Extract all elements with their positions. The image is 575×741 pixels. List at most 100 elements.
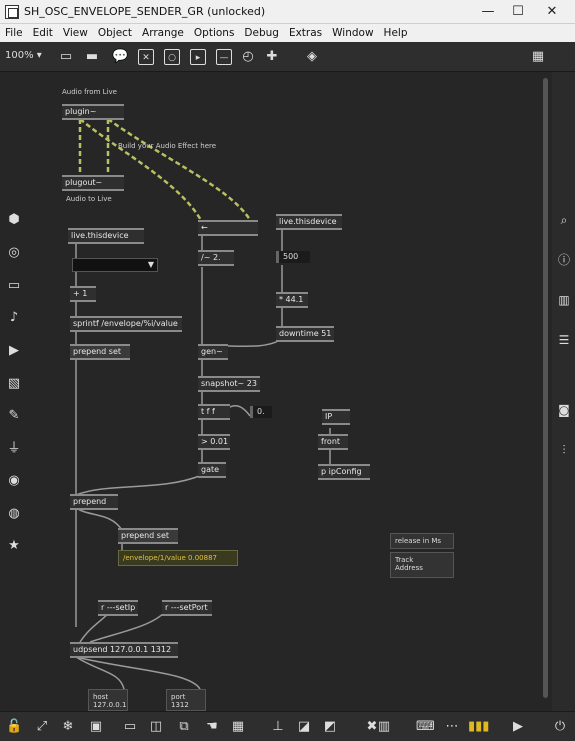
snowflake-icon[interactable]: ❄: [62, 719, 74, 734]
list-icon[interactable]: ☰: [558, 333, 570, 347]
menu-edit[interactable]: Edit: [32, 27, 53, 39]
front-object[interactable]: front: [318, 434, 348, 450]
live-thisdevice-object-2[interactable]: live.thisdevice: [276, 214, 342, 230]
grid-toggle-icon[interactable]: ▦: [231, 719, 245, 734]
menu-debug[interactable]: Debug: [244, 27, 279, 39]
presentation-icon[interactable]: ⤢: [36, 719, 48, 734]
snapshot-object[interactable]: snapshot~ 23: [198, 376, 260, 392]
hand-icon[interactable]: ☚: [206, 719, 218, 734]
mixer-icon[interactable]: ⫶: [562, 443, 566, 457]
paint-bucket-icon[interactable]: ◈: [307, 49, 317, 64]
plus-icon[interactable]: ✚▾: [266, 49, 278, 80]
dial-icon[interactable]: ◴▾: [242, 49, 254, 80]
menu-object[interactable]: Object: [97, 27, 133, 39]
ip-object[interactable]: IP: [322, 409, 350, 425]
address-label: Address: [395, 564, 423, 572]
target-icon[interactable]: ◎: [8, 245, 20, 260]
wrench-tool-icon[interactable]: ✖: [366, 719, 378, 734]
udpsend-object[interactable]: udpsend 127.0.0.1 1312: [70, 642, 178, 658]
wrench-icon[interactable]: ✎: [8, 408, 20, 423]
window-icon[interactable]: ▭: [123, 719, 137, 734]
send-back-icon[interactable]: ◪: [297, 719, 311, 734]
host-value: 127.0.0.1: [93, 701, 127, 709]
zoom-select[interactable]: 100% ▾: [5, 50, 42, 61]
image-icon[interactable]: ▧: [7, 376, 21, 391]
minimize-button[interactable]: —: [481, 4, 495, 19]
number-box-500[interactable]: 500: [276, 251, 310, 263]
maximize-button[interactable]: ☐: [512, 4, 524, 19]
toggle-icon[interactable]: ✕: [138, 49, 154, 65]
receive-setport-object[interactable]: r ---setPort: [162, 600, 212, 616]
info-icon[interactable]: ⓘ: [557, 253, 570, 267]
media-player-icon[interactable]: ▶: [9, 343, 19, 358]
gen-object[interactable]: gen~: [198, 344, 228, 360]
plugin-object[interactable]: plugin~: [62, 104, 124, 120]
prepend-set-message[interactable]: prepend set: [70, 344, 130, 360]
play-icon[interactable]: ▶: [513, 719, 523, 734]
lock-icon[interactable]: 🔓: [6, 719, 23, 734]
vertical-scrollbar[interactable]: [543, 78, 548, 698]
layers-icon[interactable]: ⧉: [179, 719, 189, 734]
comment-icon[interactable]: 💬: [112, 49, 129, 64]
align-icon[interactable]: ⊥: [272, 719, 284, 734]
camera-icon[interactable]: ◙: [558, 403, 570, 417]
film-icon[interactable]: ▭: [7, 278, 21, 293]
menu-view[interactable]: View: [62, 27, 88, 39]
button-icon[interactable]: ○▾: [164, 49, 180, 81]
prepend-object[interactable]: prepend: [70, 494, 118, 510]
patcher-canvas[interactable]: Audio from Live Build your Audio Effect …: [0, 72, 552, 711]
menu-extras[interactable]: Extras: [288, 27, 323, 39]
dsp-icon[interactable]: ⋯: [445, 719, 459, 734]
menu-bar: File Edit View Object Arrange Options De…: [0, 24, 575, 42]
bpatcher-icon[interactable]: ◍: [8, 506, 20, 521]
receive-setip-object[interactable]: r ---setIp: [98, 600, 138, 616]
package-manager-icon[interactable]: ◉: [8, 473, 20, 488]
greater-than-object[interactable]: > 0.01: [198, 434, 230, 450]
search-icon[interactable]: ⌕: [560, 213, 568, 227]
plug-icon[interactable]: ⏚: [7, 441, 21, 456]
port-box[interactable]: port 1312: [166, 689, 206, 711]
grid-icon[interactable]: ▦: [531, 49, 545, 64]
music-note-icon[interactable]: ♪: [9, 310, 19, 325]
book-icon[interactable]: ▥: [558, 293, 570, 307]
toolbar: 100% ▾ ▭▾ ▬▾ 💬 ✕ ○▾ ▸▾ —▾ ◴▾ ✚▾ ◈ ▦: [0, 42, 575, 81]
slider-icon[interactable]: ▸▾: [190, 49, 206, 81]
stack-icon[interactable]: ◫: [149, 719, 163, 734]
arrow-object[interactable]: ←: [198, 220, 258, 236]
prepend-set-message-2[interactable]: prepend set: [118, 528, 178, 544]
new-message-icon[interactable]: ▬▾: [85, 49, 99, 80]
host-box[interactable]: host 127.0.0.1: [88, 689, 128, 711]
menu-file[interactable]: File: [5, 27, 23, 39]
number-box-value[interactable]: 0.: [250, 406, 272, 418]
frame-icon[interactable]: ▣: [89, 719, 103, 734]
number-icon[interactable]: —▾: [216, 49, 232, 81]
divide-object[interactable]: /~ 2.: [198, 250, 234, 266]
release-box[interactable]: release in Ms: [390, 533, 454, 549]
new-object-icon[interactable]: ▭▾: [59, 49, 73, 80]
umenu-dropdown[interactable]: ▼: [72, 258, 158, 272]
menu-window[interactable]: Window: [332, 27, 374, 39]
close-button[interactable]: ✕: [546, 4, 558, 19]
live-thisdevice-object[interactable]: live.thisdevice: [68, 228, 144, 244]
track-address-box[interactable]: Track Address: [390, 552, 454, 578]
keyboard-icon[interactable]: ⌨: [416, 719, 435, 734]
package-icon[interactable]: ⬢: [8, 212, 20, 227]
sprintf-object[interactable]: sprintf /envelope/%i/value: [70, 316, 182, 332]
osc-message-output[interactable]: /envelope/1/value 0.00887: [118, 550, 238, 566]
plugout-object[interactable]: plugout~: [62, 175, 124, 191]
audio-meter-icon[interactable]: ▮▮▮: [468, 719, 490, 734]
trigger-object[interactable]: t f f: [198, 404, 230, 420]
port-label: port: [171, 693, 186, 701]
menu-help[interactable]: Help: [383, 27, 408, 39]
menu-options[interactable]: Options: [193, 27, 235, 39]
downtime-object[interactable]: downtime 51: [276, 326, 334, 342]
multiply-object[interactable]: * 44.1: [276, 292, 308, 308]
plus-one-object[interactable]: + 1: [70, 286, 96, 302]
star-icon[interactable]: ★: [8, 538, 20, 553]
piano-icon[interactable]: ▥: [377, 719, 391, 734]
menu-arrange[interactable]: Arrange: [142, 27, 184, 39]
ipconfig-object[interactable]: p ipConfig: [318, 464, 370, 480]
gate-object[interactable]: gate: [198, 462, 226, 478]
power-icon[interactable]: ⏻: [554, 719, 566, 734]
bring-front-icon[interactable]: ◩: [323, 719, 337, 734]
